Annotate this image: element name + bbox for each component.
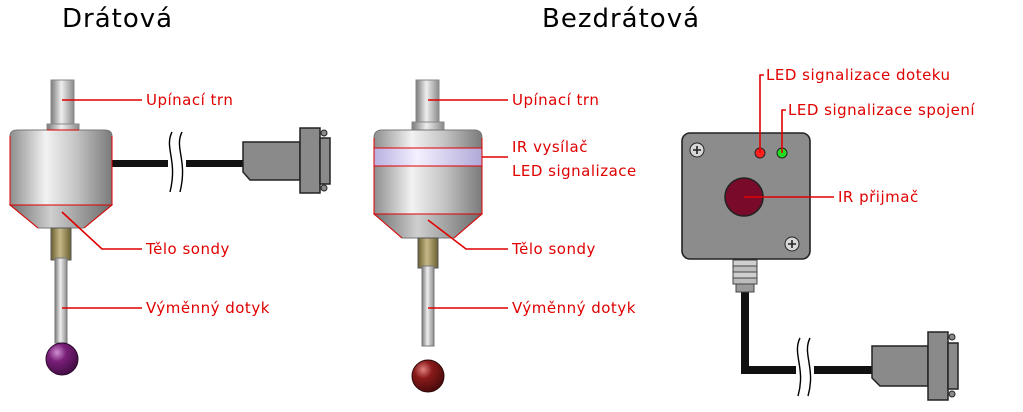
- receiver-connector: [871, 331, 959, 401]
- screw-icon: [689, 142, 705, 158]
- ir-transmitter-band: [373, 147, 483, 167]
- screw-icon: [784, 236, 800, 252]
- wired-probe: [8, 79, 331, 376]
- wired-stylus: [54, 257, 68, 344]
- label-ir-transmitter: IR vysílač: [512, 138, 588, 156]
- title-wired: Drátová: [62, 4, 173, 34]
- label-wired-stylus: Výměnný dotyk: [146, 299, 270, 317]
- label-wireless-stylus: Výměnný dotyk: [512, 299, 636, 317]
- cable-gland: [732, 259, 758, 293]
- label-led-touch: LED signalizace doteku: [766, 66, 951, 84]
- wired-cable: [108, 131, 248, 193]
- wired-connector: [242, 127, 331, 194]
- label-led-connection: LED signalizace spojení: [788, 101, 975, 119]
- wired-labels: Upínací trn Tělo sondy Výměnný dotyk: [9, 91, 270, 317]
- label-wireless-body: Tělo sondy: [511, 240, 596, 258]
- label-wired-shank: Upínací trn: [146, 91, 233, 109]
- label-wired-body: Tělo sondy: [145, 240, 230, 258]
- wireless-stylus-ball: [411, 359, 445, 393]
- wireless-shank: [415, 79, 440, 129]
- wireless-probe: [372, 79, 484, 393]
- wireless-body: [373, 165, 483, 215]
- wireless-stylus: [421, 265, 435, 347]
- title-wireless: Bezdrátová: [542, 4, 700, 34]
- wired-shank: [50, 79, 75, 131]
- label-led-signal: LED signalizace: [512, 162, 637, 180]
- wired-stylus-ball: [45, 342, 79, 376]
- label-wireless-shank: Upínací trn: [512, 91, 599, 109]
- ir-receiver-unit: [681, 132, 959, 401]
- label-ir-receiver: IR přijmač: [838, 188, 919, 206]
- receiver-labels: LED signalizace doteku LED signalizace s…: [744, 66, 975, 206]
- wireless-labels: Upínací trn IR vysílač LED signalizace T…: [427, 91, 637, 317]
- wired-body: [9, 129, 113, 206]
